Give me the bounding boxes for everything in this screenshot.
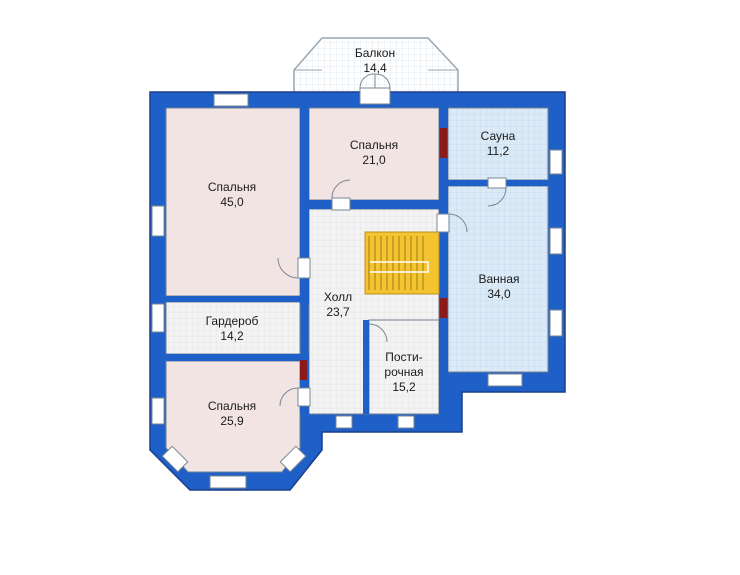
- bedroom-small-area: 25,9: [220, 414, 244, 428]
- balcony-door: [359, 73, 391, 105]
- bathroom-area: 34,0: [487, 287, 511, 301]
- sauna-area: 11,2: [487, 144, 510, 158]
- bathroom-room: [447, 185, 549, 373]
- hall-name: Холл: [324, 290, 352, 304]
- laundry-area: 15,2: [392, 380, 416, 394]
- radiators: [300, 128, 447, 380]
- balcony-name: Балкон: [355, 46, 395, 60]
- bedroom-large-name: Спальня: [208, 180, 256, 194]
- bedroom-top-room: [308, 107, 440, 201]
- bedroom-top-area: 21,0: [362, 153, 386, 167]
- wardrobe-name: Гардероб: [206, 314, 259, 328]
- laundry-room: [368, 319, 440, 415]
- balcony-area: 14,4: [363, 61, 387, 75]
- windows: [151, 93, 563, 489]
- hall-area: 23,7: [326, 305, 350, 319]
- bedroom-large-room: [165, 107, 301, 297]
- bedroom-large-area: 45,0: [220, 195, 244, 209]
- laundry-name-line1: Пости-: [385, 350, 423, 364]
- bedroom-top-name: Спальня: [350, 138, 398, 152]
- wardrobe-room: [165, 301, 301, 355]
- laundry-name-line2: рочная: [384, 365, 423, 379]
- bedroom-small-name: Спальня: [208, 399, 256, 413]
- bathroom-name: Ванная: [478, 272, 519, 286]
- doors: [277, 177, 507, 407]
- sauna-name: Сауна: [481, 129, 516, 143]
- staircase: [364, 231, 440, 295]
- wardrobe-area: 14,2: [220, 329, 244, 343]
